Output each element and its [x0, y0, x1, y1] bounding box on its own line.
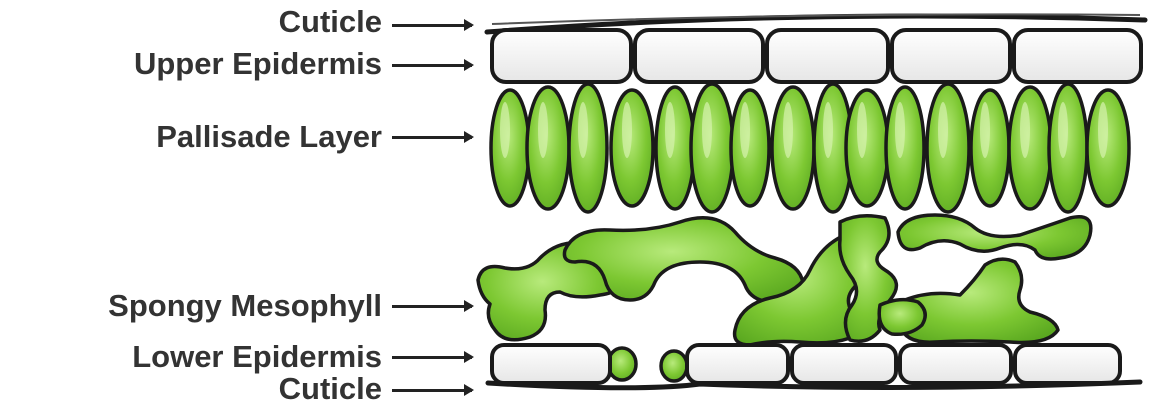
palisade-cell	[1049, 84, 1087, 212]
lower-epidermis-cell	[687, 345, 788, 383]
palisade-cell	[731, 90, 769, 206]
upper-epidermis-cell	[892, 30, 1010, 82]
palisade-cell	[772, 87, 814, 209]
palisade-cell-highlight	[1098, 102, 1108, 158]
lower-epidermis-cell	[792, 345, 896, 383]
palisade-cell	[886, 87, 924, 209]
palisade-cell-highlight	[702, 102, 712, 158]
palisade-cell-highlight	[1058, 102, 1068, 158]
guard-cell-left	[608, 348, 636, 380]
palisade-cell	[656, 87, 694, 209]
palisade-cell-highlight	[578, 102, 588, 158]
spongy-cell-middle-bridge	[879, 300, 925, 335]
palisade-cell-highlight	[895, 102, 905, 158]
palisade-cell	[691, 84, 733, 212]
palisade-cell	[846, 90, 888, 206]
palisade-cell	[927, 84, 969, 212]
palisade-cell-highlight	[980, 102, 990, 158]
upper-epidermis-cell	[1014, 30, 1141, 82]
guard-cell-right	[661, 351, 687, 381]
palisade-layer-cells	[491, 84, 1129, 212]
palisade-cell-highlight	[857, 102, 867, 158]
palisade-cell-highlight	[823, 102, 833, 158]
lower-epidermis-cell	[900, 345, 1011, 383]
palisade-cell	[527, 87, 569, 209]
palisade-cell	[1087, 90, 1129, 206]
palisade-cell	[611, 90, 653, 206]
palisade-cell	[1009, 87, 1051, 209]
upper-epidermis-cell	[635, 30, 763, 82]
palisade-cell-highlight	[665, 102, 675, 158]
palisade-cell-highlight	[538, 102, 548, 158]
spongy-cell-right-lower	[899, 259, 1058, 342]
palisade-cell-highlight	[622, 102, 632, 158]
upper-epidermis-cell	[767, 30, 888, 82]
upper-epidermis-layer	[492, 30, 1141, 82]
palisade-cell-highlight	[740, 102, 750, 158]
palisade-cell-highlight	[1020, 102, 1030, 158]
palisade-cell	[569, 84, 607, 212]
spongy-cell-right-upper	[898, 215, 1091, 259]
palisade-cell	[491, 90, 529, 206]
lower-epidermis-cell	[492, 345, 610, 383]
lower-epidermis-cell	[1015, 345, 1120, 383]
palisade-cell-highlight	[783, 102, 793, 158]
lower-epidermis-layer	[492, 345, 1120, 383]
palisade-cell	[971, 90, 1009, 206]
palisade-cell-highlight	[500, 102, 510, 158]
upper-epidermis-cell	[492, 30, 631, 82]
palisade-cell-highlight	[938, 102, 948, 158]
